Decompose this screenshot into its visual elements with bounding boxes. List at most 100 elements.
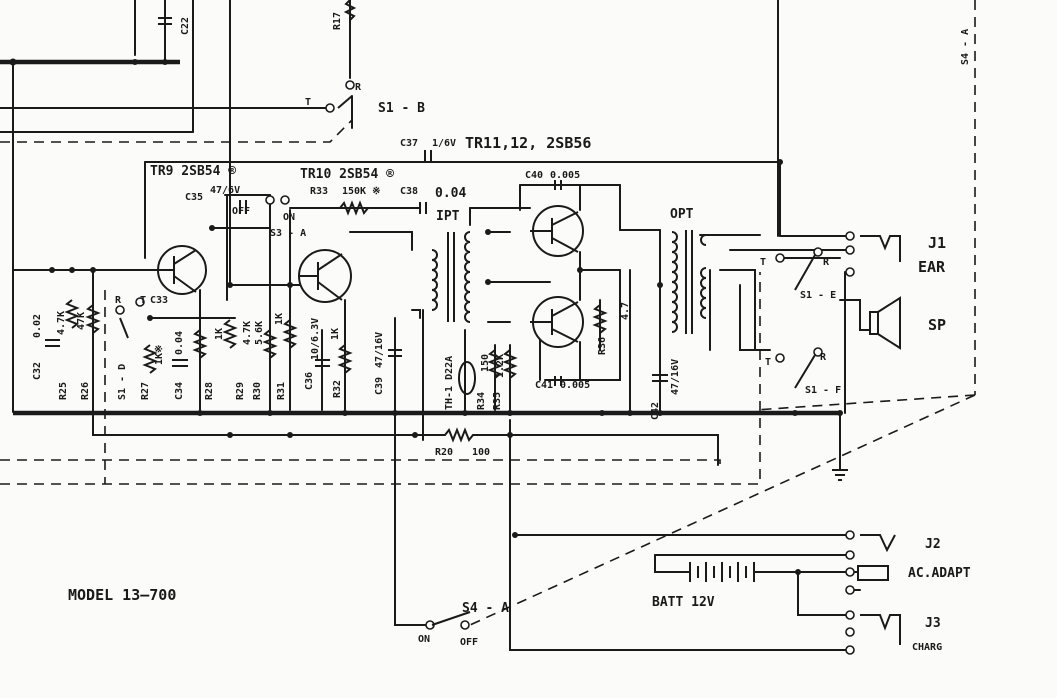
label-r31-val: 1K — [274, 313, 285, 325]
label-r20-val: 100 — [472, 447, 490, 458]
label-s1-e: S1 - E — [800, 290, 836, 301]
label-tr10: TR10 2SB54 ® — [300, 167, 394, 182]
label-c35: C35 — [185, 192, 203, 203]
label-r36: R36 — [597, 337, 608, 355]
label-r-s1f: R — [820, 352, 827, 363]
label-tr9: TR9 2SB54 ® — [150, 164, 236, 179]
label-s3-a: S3 - A — [270, 228, 306, 239]
label-r34-val: 150 — [480, 354, 491, 372]
label-r25-val: 4.7K — [56, 311, 67, 335]
label-c38: C38 — [400, 186, 418, 197]
label-r35-val: 1.2K — [495, 354, 506, 378]
label-off-s3: OFF — [232, 206, 250, 217]
label-s4-a: S4 - A — [462, 601, 509, 616]
label-t-s1d: T — [140, 295, 146, 306]
label-r31: R31 — [276, 382, 287, 400]
label-j2: J2 — [925, 537, 941, 552]
transistor-tr11 — [530, 205, 584, 257]
label-s4-a-top: S4 - A — [960, 29, 971, 65]
label-r33-val: 150K ※ — [342, 186, 380, 197]
transistor-tr9 — [157, 245, 207, 295]
label-r25: R25 — [58, 382, 69, 400]
label-r27-val: 1K※ — [154, 345, 165, 365]
label-c35-val: 47/6V — [210, 185, 240, 196]
label-r36-val: 4.7 — [620, 302, 631, 320]
transistor-tr10 — [298, 249, 352, 303]
label-ac-adapt: AC.ADAPT — [908, 566, 971, 581]
label-r26-val: 47K — [76, 312, 87, 330]
label-r35: R35 — [492, 392, 503, 410]
label-c41-val: 0.005 — [560, 380, 590, 391]
label-r32: R32 — [332, 380, 343, 398]
label-r-s1e: R — [823, 257, 830, 268]
label-c36: C36 — [304, 372, 315, 390]
capacitor-c22 — [158, 17, 172, 25]
label-s1-d: S1 - D — [117, 364, 128, 400]
label-r30-val: 5.6K — [254, 321, 265, 345]
model-label: MODEL 13—700 — [68, 586, 176, 604]
label-r29-val: 4.7K — [242, 321, 253, 345]
label-charg: CHARG — [912, 642, 942, 653]
labels: R17 C22 S4 - A R T S1 - B C37 1/6V TR11,… — [32, 12, 971, 653]
label-c42: C42 — [650, 402, 661, 420]
resistors — [64, 200, 608, 443]
label-c37: C37 — [400, 138, 418, 149]
label-c37-val: 1/6V — [432, 138, 456, 149]
label-c22: C22 — [180, 17, 191, 35]
label-r28-val: 1K — [214, 328, 225, 340]
label-opt: OPT — [670, 207, 694, 222]
label-c36-val: 10/6.3V — [310, 318, 321, 360]
label-r20: R20 — [435, 447, 453, 458]
opt-transformer — [671, 230, 707, 334]
label-c34: C34 — [174, 382, 185, 400]
label-r26: R26 — [80, 382, 91, 400]
battery-icon — [680, 562, 770, 582]
jack-j3-icon — [845, 610, 901, 655]
ipt-transformer — [431, 231, 471, 323]
label-j3: J3 — [925, 616, 941, 631]
switch-linkages — [0, 0, 976, 626]
junction-dots — [9, 58, 843, 575]
label-sp: SP — [928, 316, 946, 334]
label-r27: R27 — [140, 382, 151, 400]
label-c34-val: 0.04 — [174, 331, 185, 355]
label-c40-val: 0.005 — [550, 170, 580, 181]
label-r-s1d: R — [115, 295, 122, 306]
label-r33: R33 — [310, 186, 328, 197]
thermistor-th1 — [458, 361, 476, 395]
label-t-s1f: T — [765, 357, 771, 368]
label-r17: R17 — [332, 12, 343, 30]
jack-j1-icon — [845, 231, 901, 277]
label-c42-val: 47/16V — [670, 359, 681, 395]
label-c41: C41 — [535, 380, 553, 391]
transistor-tr12 — [530, 296, 584, 348]
label-r32-val: 1K — [330, 328, 341, 340]
label-r30: R30 — [252, 382, 263, 400]
label-ipt: IPT — [436, 209, 460, 224]
label-ear: EAR — [918, 258, 946, 276]
label-tr11-12: TR11,12, 2SB56 — [465, 134, 591, 152]
label-s1-b: S1 - B — [378, 101, 425, 116]
capacitors — [45, 150, 668, 386]
wires — [0, 0, 871, 651]
label-on-s3: ON — [283, 212, 295, 223]
label-c39-val: 47/16V — [374, 332, 385, 368]
label-s1-f: S1 - F — [805, 385, 841, 396]
label-r29: R29 — [235, 382, 246, 400]
speaker-icon — [869, 296, 901, 350]
switch-contacts — [115, 80, 823, 630]
label-j1: J1 — [928, 234, 946, 252]
label-battery: BATT 12V — [652, 595, 715, 610]
label-t-s1e: T — [760, 257, 766, 268]
label-r-top: R — [355, 82, 362, 93]
label-c32: C32 — [32, 362, 43, 380]
label-r28: R28 — [204, 382, 215, 400]
label-on-s4: ON — [418, 634, 430, 645]
resistor-r17 — [343, 0, 357, 21]
label-c32-val: 0.02 — [32, 314, 43, 338]
label-t-top: T — [305, 97, 311, 108]
plug-icon — [845, 565, 889, 595]
label-c33: C33 — [150, 295, 168, 306]
